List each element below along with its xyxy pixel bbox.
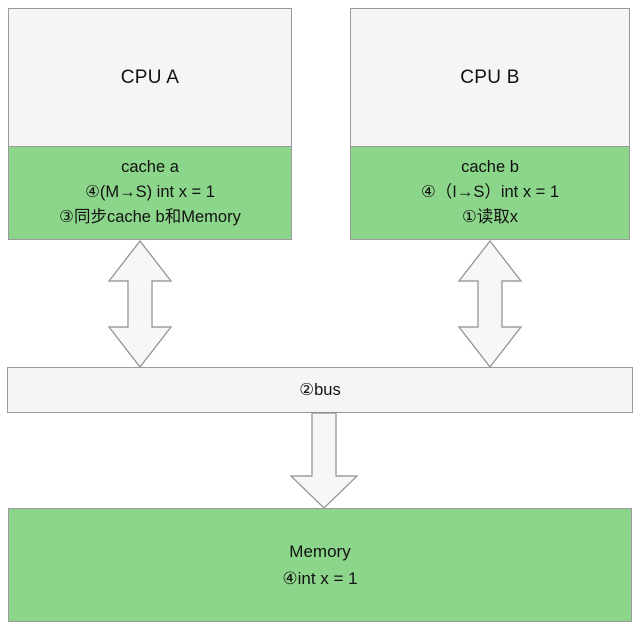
- cpu-a-unit: CPU A cache a ④(M→S) int x = 1 ③同步cache …: [8, 8, 292, 240]
- arrow-cache-a-to-bus: [107, 240, 173, 368]
- bus-bar: ②bus: [7, 367, 633, 413]
- arrow-bus-to-memory: [289, 412, 359, 509]
- memory-line-2: ④int x = 1: [282, 569, 358, 588]
- cache-a-line-3: ③同步cache b和Memory: [59, 207, 241, 226]
- cpu-a-header: CPU A: [9, 9, 291, 147]
- cache-b-line-3: ①读取x: [461, 207, 519, 226]
- cpu-a-title: CPU A: [120, 66, 180, 88]
- cache-a-line-2: ④(M→S) int x = 1: [85, 182, 215, 201]
- cpu-b-title: CPU B: [460, 66, 520, 88]
- cpu-b-header: CPU B: [351, 9, 629, 147]
- memory-title: Memory: [289, 542, 351, 561]
- cache-a-block: cache a ④(M→S) int x = 1 ③同步cache b和Memo…: [9, 146, 291, 239]
- cache-b-name: cache b: [461, 157, 519, 176]
- cache-b-line-2: ④（I→S）int x = 1: [420, 182, 560, 201]
- cache-a-name: cache a: [121, 157, 179, 176]
- cache-b-block: cache b ④（I→S）int x = 1 ①读取x: [351, 146, 629, 239]
- memory-block: Memory ④int x = 1: [8, 508, 632, 622]
- cpu-b-unit: CPU B cache b ④（I→S）int x = 1 ①读取x: [350, 8, 630, 240]
- bus-label: ②bus: [299, 381, 341, 399]
- arrow-cache-b-to-bus: [457, 240, 523, 368]
